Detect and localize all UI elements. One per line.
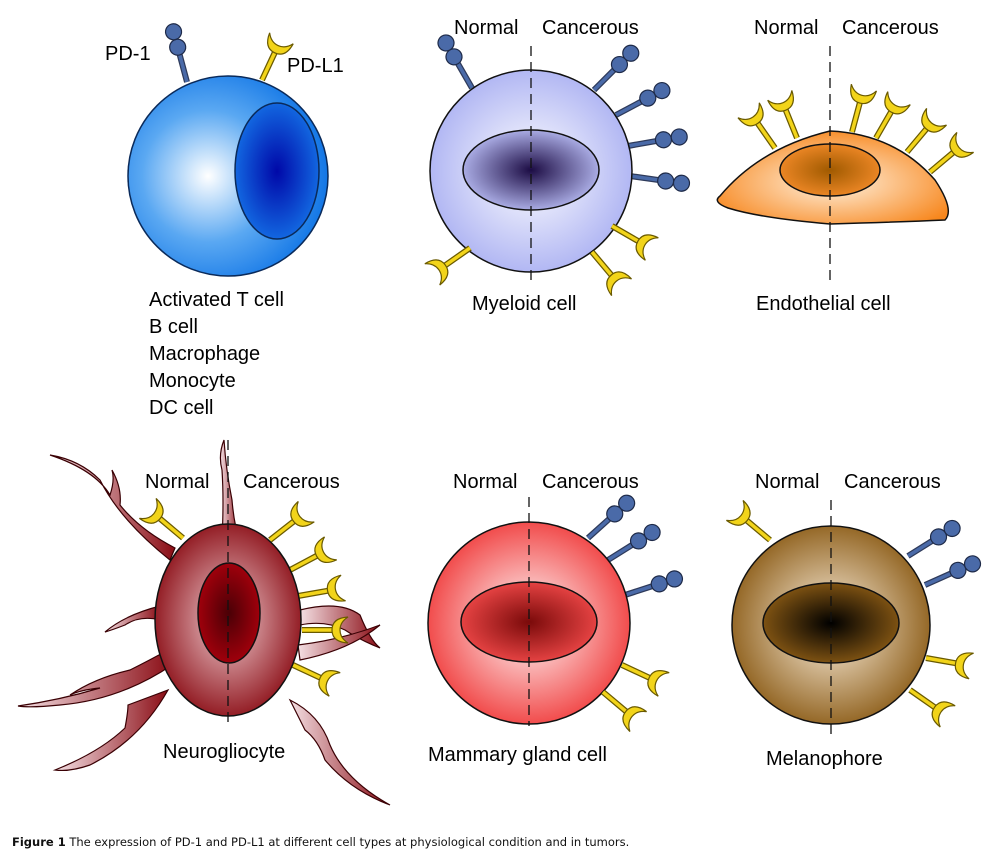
pd1-receptor-icon	[604, 521, 663, 566]
normal-label: Normal	[454, 17, 518, 39]
cancerous-label: Cancerous	[842, 17, 939, 39]
pdl1-ligand-icon	[726, 500, 778, 549]
immune-type-2: Macrophage	[149, 343, 260, 365]
endothelial-cell: Normal Cancerous Endothelial cell	[716, 17, 973, 315]
pdl1-ligand-icon	[296, 575, 346, 609]
caption-label: Figure 1	[12, 835, 66, 849]
normal-label: Normal	[754, 17, 818, 39]
figure-caption: Figure 1 The expression of PD-1 and PD-L…	[12, 835, 629, 849]
normal-label: Normal	[755, 471, 819, 493]
pd1-receptor-icon	[922, 553, 983, 592]
pdl1-ligand-icon	[924, 645, 974, 679]
cell-name: Melanophore	[766, 748, 883, 770]
melanophore-cell: Normal Cancerous Melanophore	[726, 471, 983, 770]
pd1-receptor-icon	[629, 168, 691, 192]
cell-name: Myeloid cell	[472, 293, 576, 315]
normal-label: Normal	[453, 471, 517, 493]
immune-type-1: B cell	[149, 316, 198, 338]
immune-type-0: Activated T cell	[149, 289, 284, 311]
pdl1-label: PD-L1	[287, 55, 344, 77]
mammary-gland-cell: Normal Cancerous Mammary gland cell	[427, 471, 685, 766]
pdl1-ligand-icon	[839, 84, 876, 135]
neurogliocyte-cell: Normal Cancerous Neurogliocyte	[17, 439, 391, 806]
cell-name: Neurogliocyte	[163, 741, 285, 763]
pd1-receptor-icon	[612, 80, 672, 122]
cell-name: Endothelial cell	[756, 293, 891, 315]
pd1-label: PD-1	[105, 43, 151, 65]
cancerous-label: Cancerous	[243, 471, 340, 493]
caption-text: The expression of PD-1 and PD-L1 at diff…	[69, 835, 630, 849]
pdl1-ligand-icon	[617, 653, 670, 696]
cancerous-label: Cancerous	[542, 471, 639, 493]
pdl1-ligand-icon	[903, 679, 956, 727]
pd1-receptor-icon	[164, 22, 195, 84]
immune-type-4: DC cell	[149, 397, 213, 419]
immune-type-3: Monocyte	[149, 370, 236, 392]
cancerous-label: Cancerous	[542, 17, 639, 39]
cell-name: Mammary gland cell	[428, 744, 607, 766]
normal-label: Normal	[145, 471, 209, 493]
pd1-receptor-icon	[904, 517, 963, 562]
pd1-receptor-icon	[435, 32, 479, 92]
cancerous-label: Cancerous	[844, 471, 941, 493]
pd1-receptor-icon	[623, 569, 685, 603]
pdl1-ligand-icon	[768, 90, 809, 142]
myeloid-cell: Normal Cancerous Myeloid cell	[425, 17, 691, 315]
pd1-receptor-icon	[627, 128, 689, 154]
pd1-receptor-icon	[588, 42, 642, 96]
pd1-receptor-icon	[583, 492, 638, 544]
immune-cell: PD-1 PD-L1 Activated T cell B cell Macro…	[105, 22, 344, 419]
dendrites	[17, 439, 391, 806]
